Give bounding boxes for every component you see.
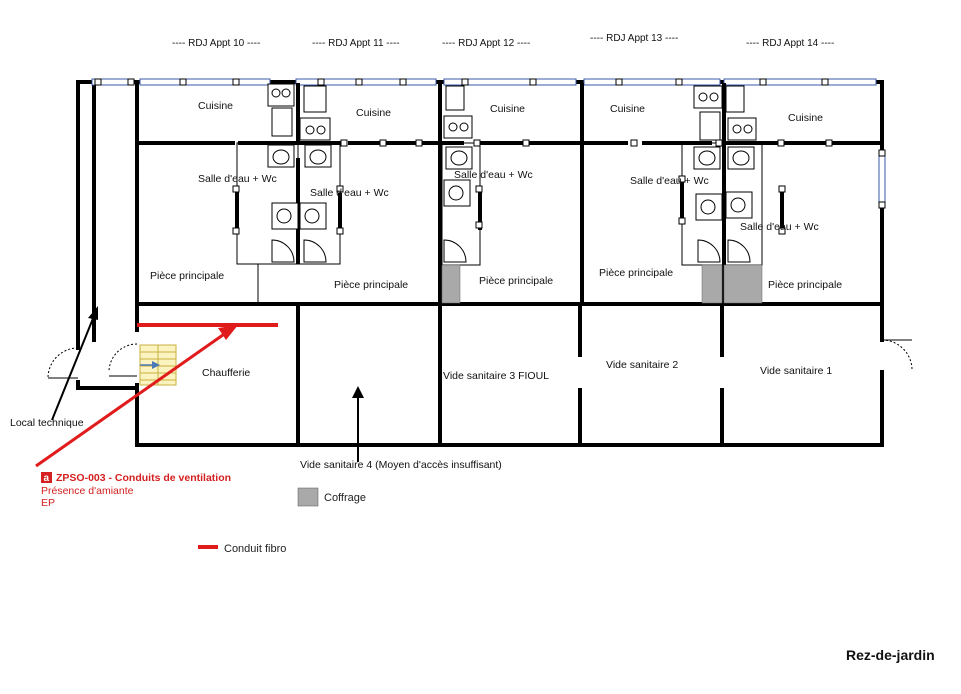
label-cuisine-14: Cuisine	[788, 112, 823, 124]
label-vide-2: Vide sanitaire 2	[606, 359, 678, 371]
asbestos-badge	[41, 472, 52, 483]
label-salle-11: Salle d'eau + Wc	[310, 187, 389, 199]
asbestos-badge-letter: a	[44, 473, 50, 484]
header-appt-13: ---- RDJ Appt 13 ----	[590, 33, 678, 44]
label-cuisine-10: Cuisine	[198, 100, 233, 112]
pointer-arrows	[51, 306, 364, 462]
doors	[47, 339, 913, 379]
legend-coffrage-swatch	[297, 487, 319, 507]
label-local-technique: Local technique	[10, 417, 84, 429]
label-salle-10: Salle d'eau + Wc	[198, 173, 277, 185]
label-salle-14: Salle d'eau + Wc	[740, 221, 819, 233]
asbestos-code: ZPSO-003 - Conduits de ventilation	[56, 472, 231, 484]
staircase	[139, 344, 177, 386]
header-appt-10: ---- RDJ Appt 10 ----	[172, 38, 260, 49]
asbestos-ep: EP	[41, 497, 55, 509]
wall-nodes	[94, 78, 886, 235]
fibro-duct	[35, 323, 278, 468]
asbestos-presence: Présence d'amiante	[41, 485, 134, 497]
label-vide-1: Vide sanitaire 1	[760, 365, 832, 377]
label-piece-12: Pièce principale	[479, 275, 553, 287]
fixtures	[267, 83, 757, 263]
header-appt-11: ---- RDJ Appt 11 ----	[312, 38, 400, 49]
label-salle-13: Salle d'eau + Wc	[630, 175, 709, 187]
label-chaufferie: Chaufferie	[202, 367, 250, 379]
header-appt-12: ---- RDJ Appt 12 ----	[442, 38, 530, 49]
label-vide-4: Vide sanitaire 4 (Moyen d'accès insuffis…	[300, 459, 502, 471]
level-label: Rez-de-jardin	[846, 647, 935, 663]
top-windows	[91, 78, 886, 207]
label-piece-13: Pièce principale	[599, 267, 673, 279]
legend-conduit-label: Conduit fibro	[224, 543, 286, 555]
legend-conduit-swatch	[198, 545, 218, 549]
label-cuisine-13: Cuisine	[610, 103, 645, 115]
label-piece-14: Pièce principale	[768, 279, 842, 291]
label-cuisine-11: Cuisine	[356, 107, 391, 119]
header-appt-14: ---- RDJ Appt 14 ----	[746, 38, 834, 49]
label-salle-12: Salle d'eau + Wc	[454, 169, 533, 181]
label-cuisine-12: Cuisine	[490, 103, 525, 115]
partitions	[135, 83, 884, 447]
legend: Coffrage Conduit fibro	[198, 487, 366, 555]
coffrage-boxes	[441, 264, 763, 304]
label-piece-11: Pièce principale	[334, 279, 408, 291]
label-vide-3: Vide sanitaire 3 FIOUL	[443, 370, 549, 382]
label-piece-10: Pièce principale	[150, 270, 224, 282]
legend-coffrage-label: Coffrage	[324, 492, 366, 504]
asbestos-note: a ZPSO-003 - Conduits de ventilation Pré…	[41, 472, 231, 509]
